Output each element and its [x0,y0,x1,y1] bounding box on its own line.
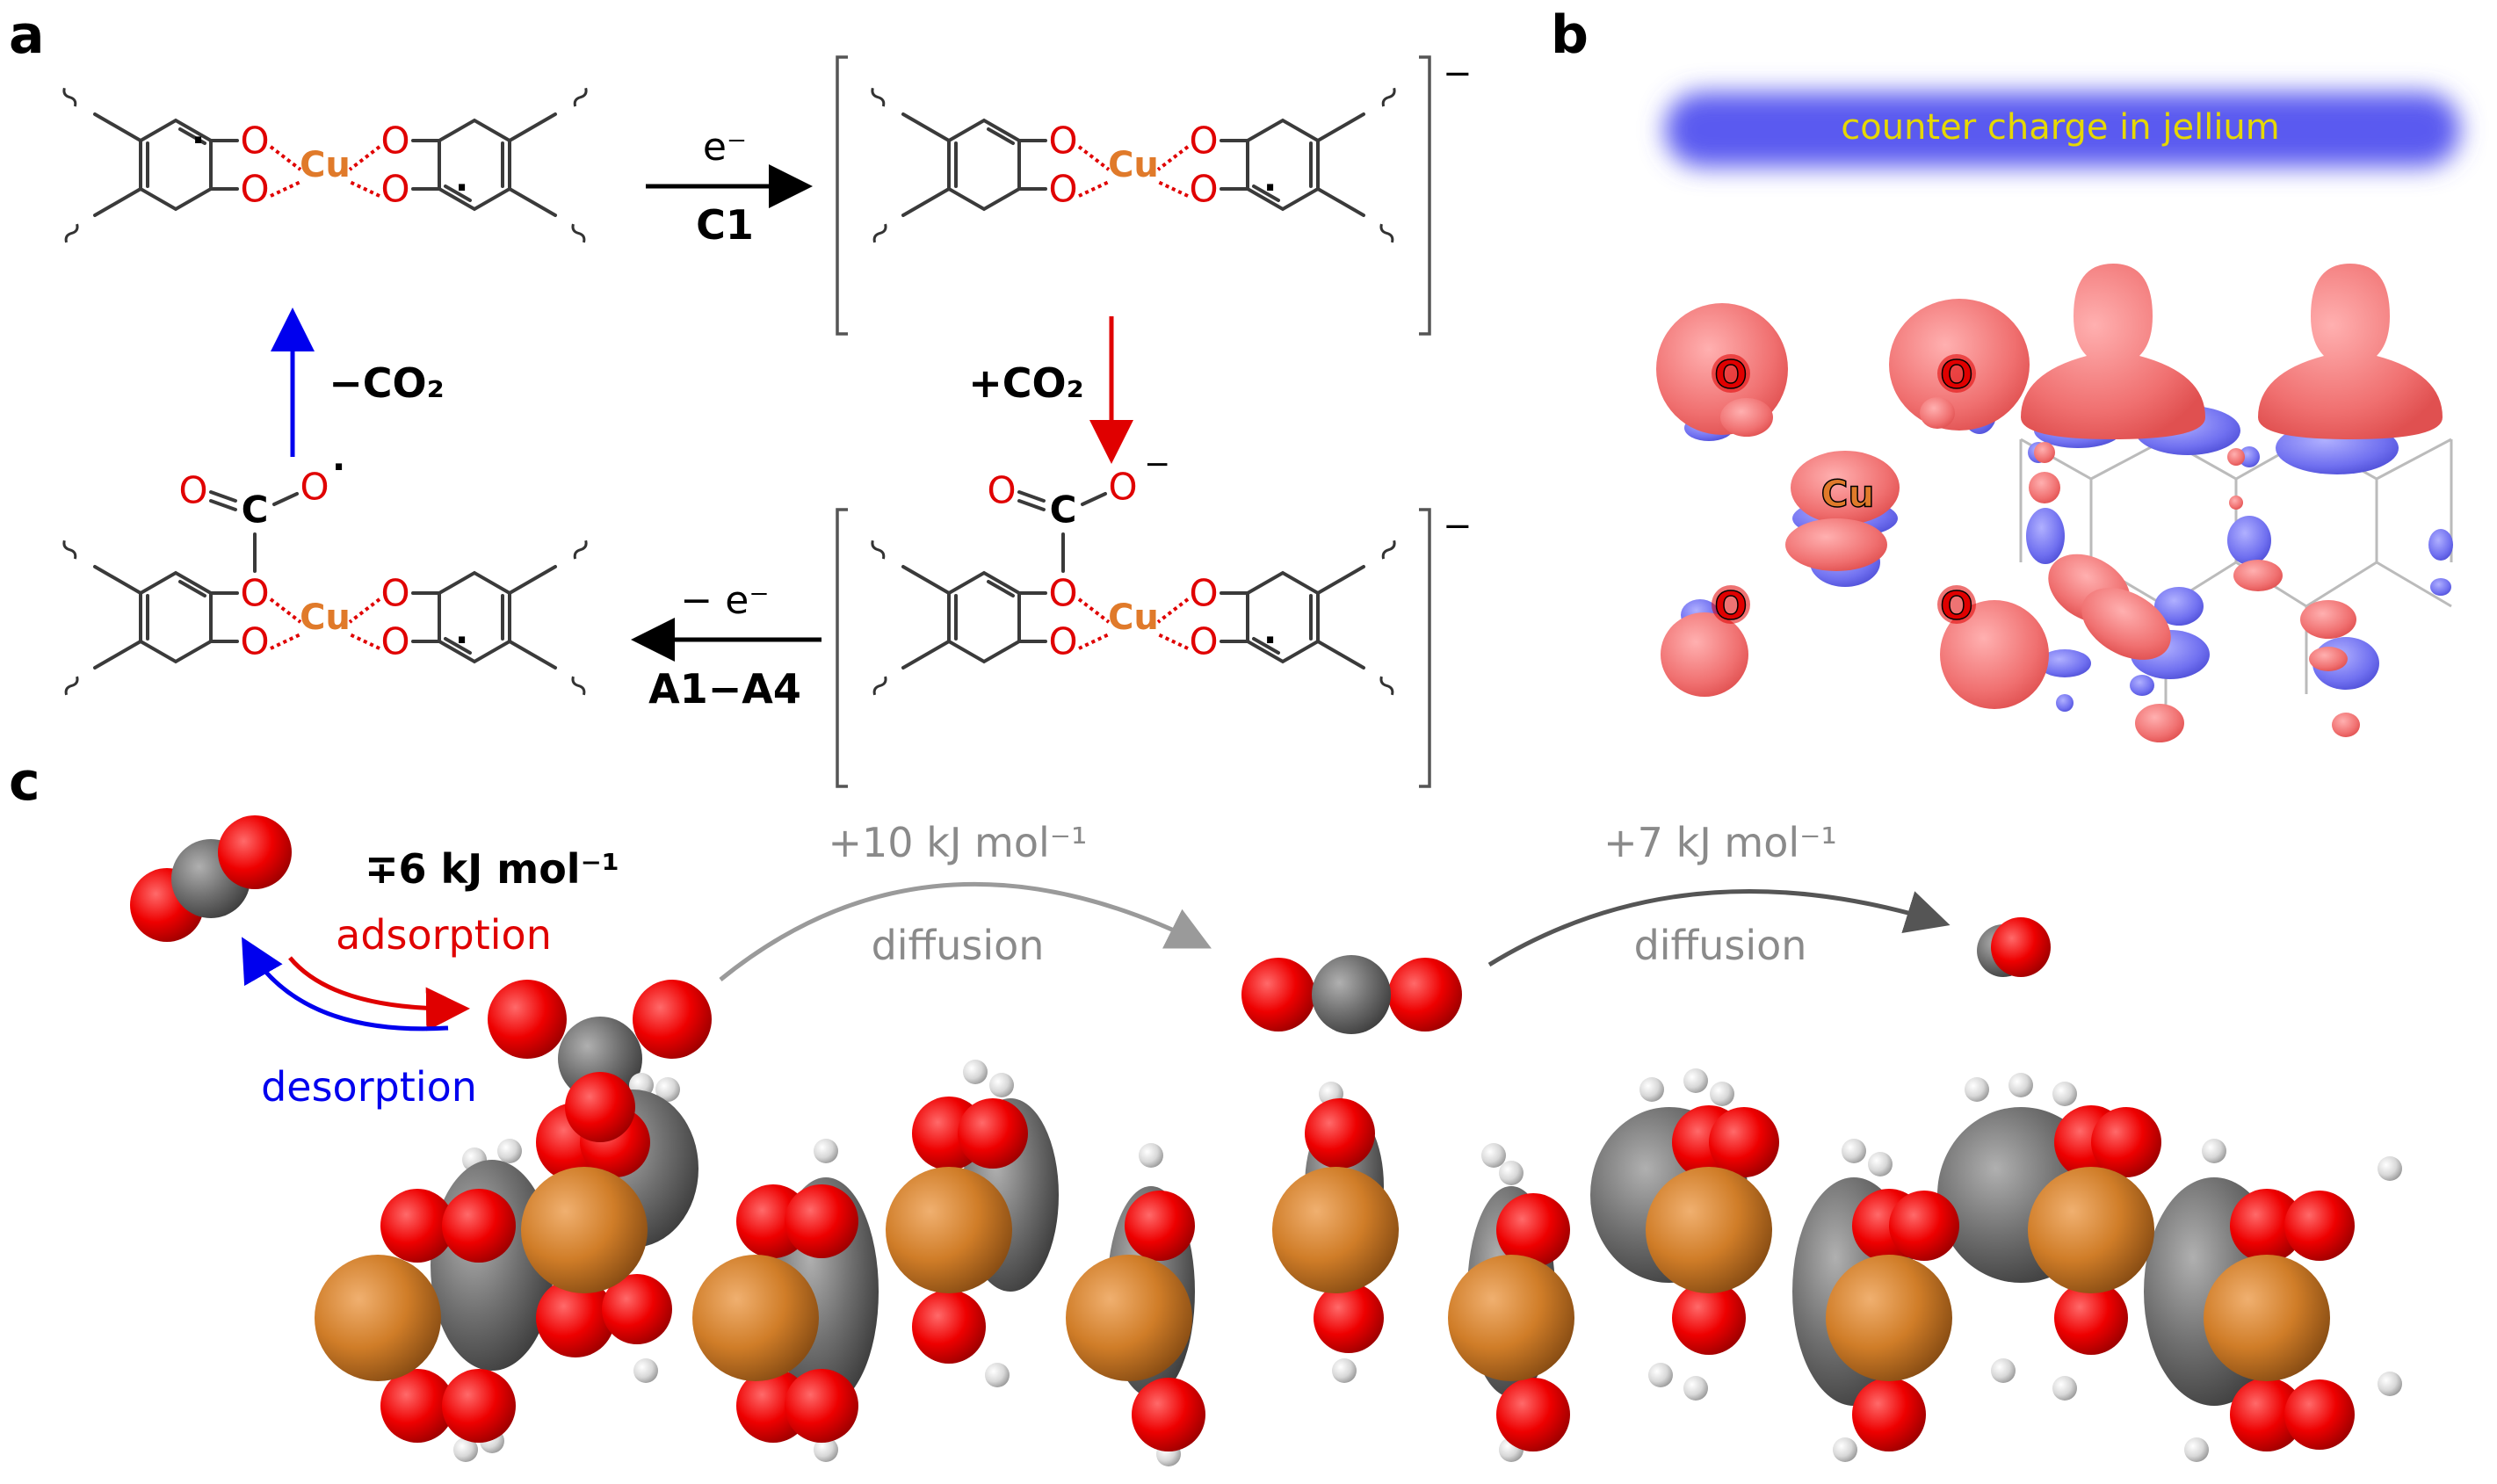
atom-label-o: O [1940,584,1972,629]
arrow-adsorption [288,956,470,1032]
radical-dot: · [192,120,205,161]
atom-label-o: O [1940,353,1972,398]
label-diffusion-2: diffusion [1634,922,1807,969]
atom-label-o: O [1714,584,1747,629]
panel-b-label: b [1551,4,1589,66]
oxygen-atom: O [240,168,269,211]
oxygen-atom: O [380,572,409,615]
label-co2-add: +CO₂ [968,359,1084,407]
oxygen-atom: O [1048,572,1077,615]
label-diffusion-1: diffusion [872,922,1045,969]
oxygen-atom: O [1189,620,1218,663]
radical-dot: · [1263,620,1277,661]
oxygen-atom: O [240,119,269,163]
label-a-electron: − e⁻ [680,578,769,623]
panel-c: c ∓6 kJ mol⁻¹ adsorption desorption +10 … [9,751,2402,1466]
jellium-band [1665,92,2460,167]
carbon-atom: C [242,489,269,532]
charge-minus: − [1443,54,1473,94]
charge-minus: − [1144,446,1170,482]
charge-minus: − [1443,506,1473,547]
oxygen-atom: O [380,620,409,663]
oxygen-atom: O [178,469,207,512]
copper-atom: Cu [300,597,351,638]
copper-atom: Cu [1108,145,1159,185]
co2-molecule-physisorbed [1241,955,1462,1034]
label-diffusion-energy-2: +7 kJ mol⁻¹ [1603,819,1837,866]
co2-molecule-end-on [1977,917,2051,977]
oxygen-atom: O [1048,620,1077,663]
oxygen-atom: O [380,168,409,211]
oxygen-atom: O [240,572,269,615]
arrow-diffusion-1 [719,881,1212,981]
oxygen-atom: O [987,469,1016,512]
oxygen-atom: O [380,119,409,163]
panel-c-label: c [9,751,40,813]
oxygen-atom: O [1048,168,1077,211]
panel-b: b counter charge in jellium [1551,4,2460,742]
label-desorption: desorption [261,1063,477,1111]
molecule-top-right: O O O O Cu · − [836,54,1473,336]
mof-layer [315,1060,2402,1466]
radical-dot: · [455,620,468,661]
oxygen-atom: O [1108,466,1137,509]
oxygen-atom: O [300,466,329,509]
radical-dot: · [455,168,468,208]
molecule-bottom-right: O O O O Cu · C O O − − [836,446,1473,788]
arrow-diffusion-2 [1487,889,1951,967]
copper-atom: Cu [300,145,351,185]
carbon-atom: C [1050,489,1077,532]
oxygen-atom: O [1189,572,1218,615]
label-c1: C1 [696,201,754,249]
label-a: A1−A4 [648,665,801,713]
label-adsorption-energy: ∓6 kJ mol⁻¹ [365,845,619,893]
panel-a-label: a [9,4,45,66]
panel-b-atom-labels: O O Cu O O [1712,352,1976,629]
molecule-top-left: O O O O Cu · · [60,84,590,246]
atom-label-cu: Cu [1821,473,1875,516]
oxygen-atom: O [1189,119,1218,163]
molecule-bottom-left: O O O O Cu · C O O · [60,447,590,699]
label-co2-remove: −CO₂ [329,359,445,407]
jellium-label: counter charge in jellium [1841,107,2280,148]
copper-atom: Cu [1108,597,1159,638]
oxygen-atom: O [240,620,269,663]
atom-label-o: O [1714,353,1747,398]
co2-molecule-gas [130,815,292,942]
label-adsorption: adsorption [336,911,552,959]
panel-a: a O O O O Cu · · O O O O Cu · − [9,4,1473,788]
oxygen-atom: O [1189,168,1218,211]
radical-dot: · [1263,168,1277,208]
label-diffusion-energy-1: +10 kJ mol⁻¹ [829,819,1088,866]
radical-dot: · [332,447,345,488]
label-c1-electron: e⁻ [703,125,747,170]
oxygen-atom: O [1048,119,1077,163]
arrow-desorption [242,937,449,1032]
